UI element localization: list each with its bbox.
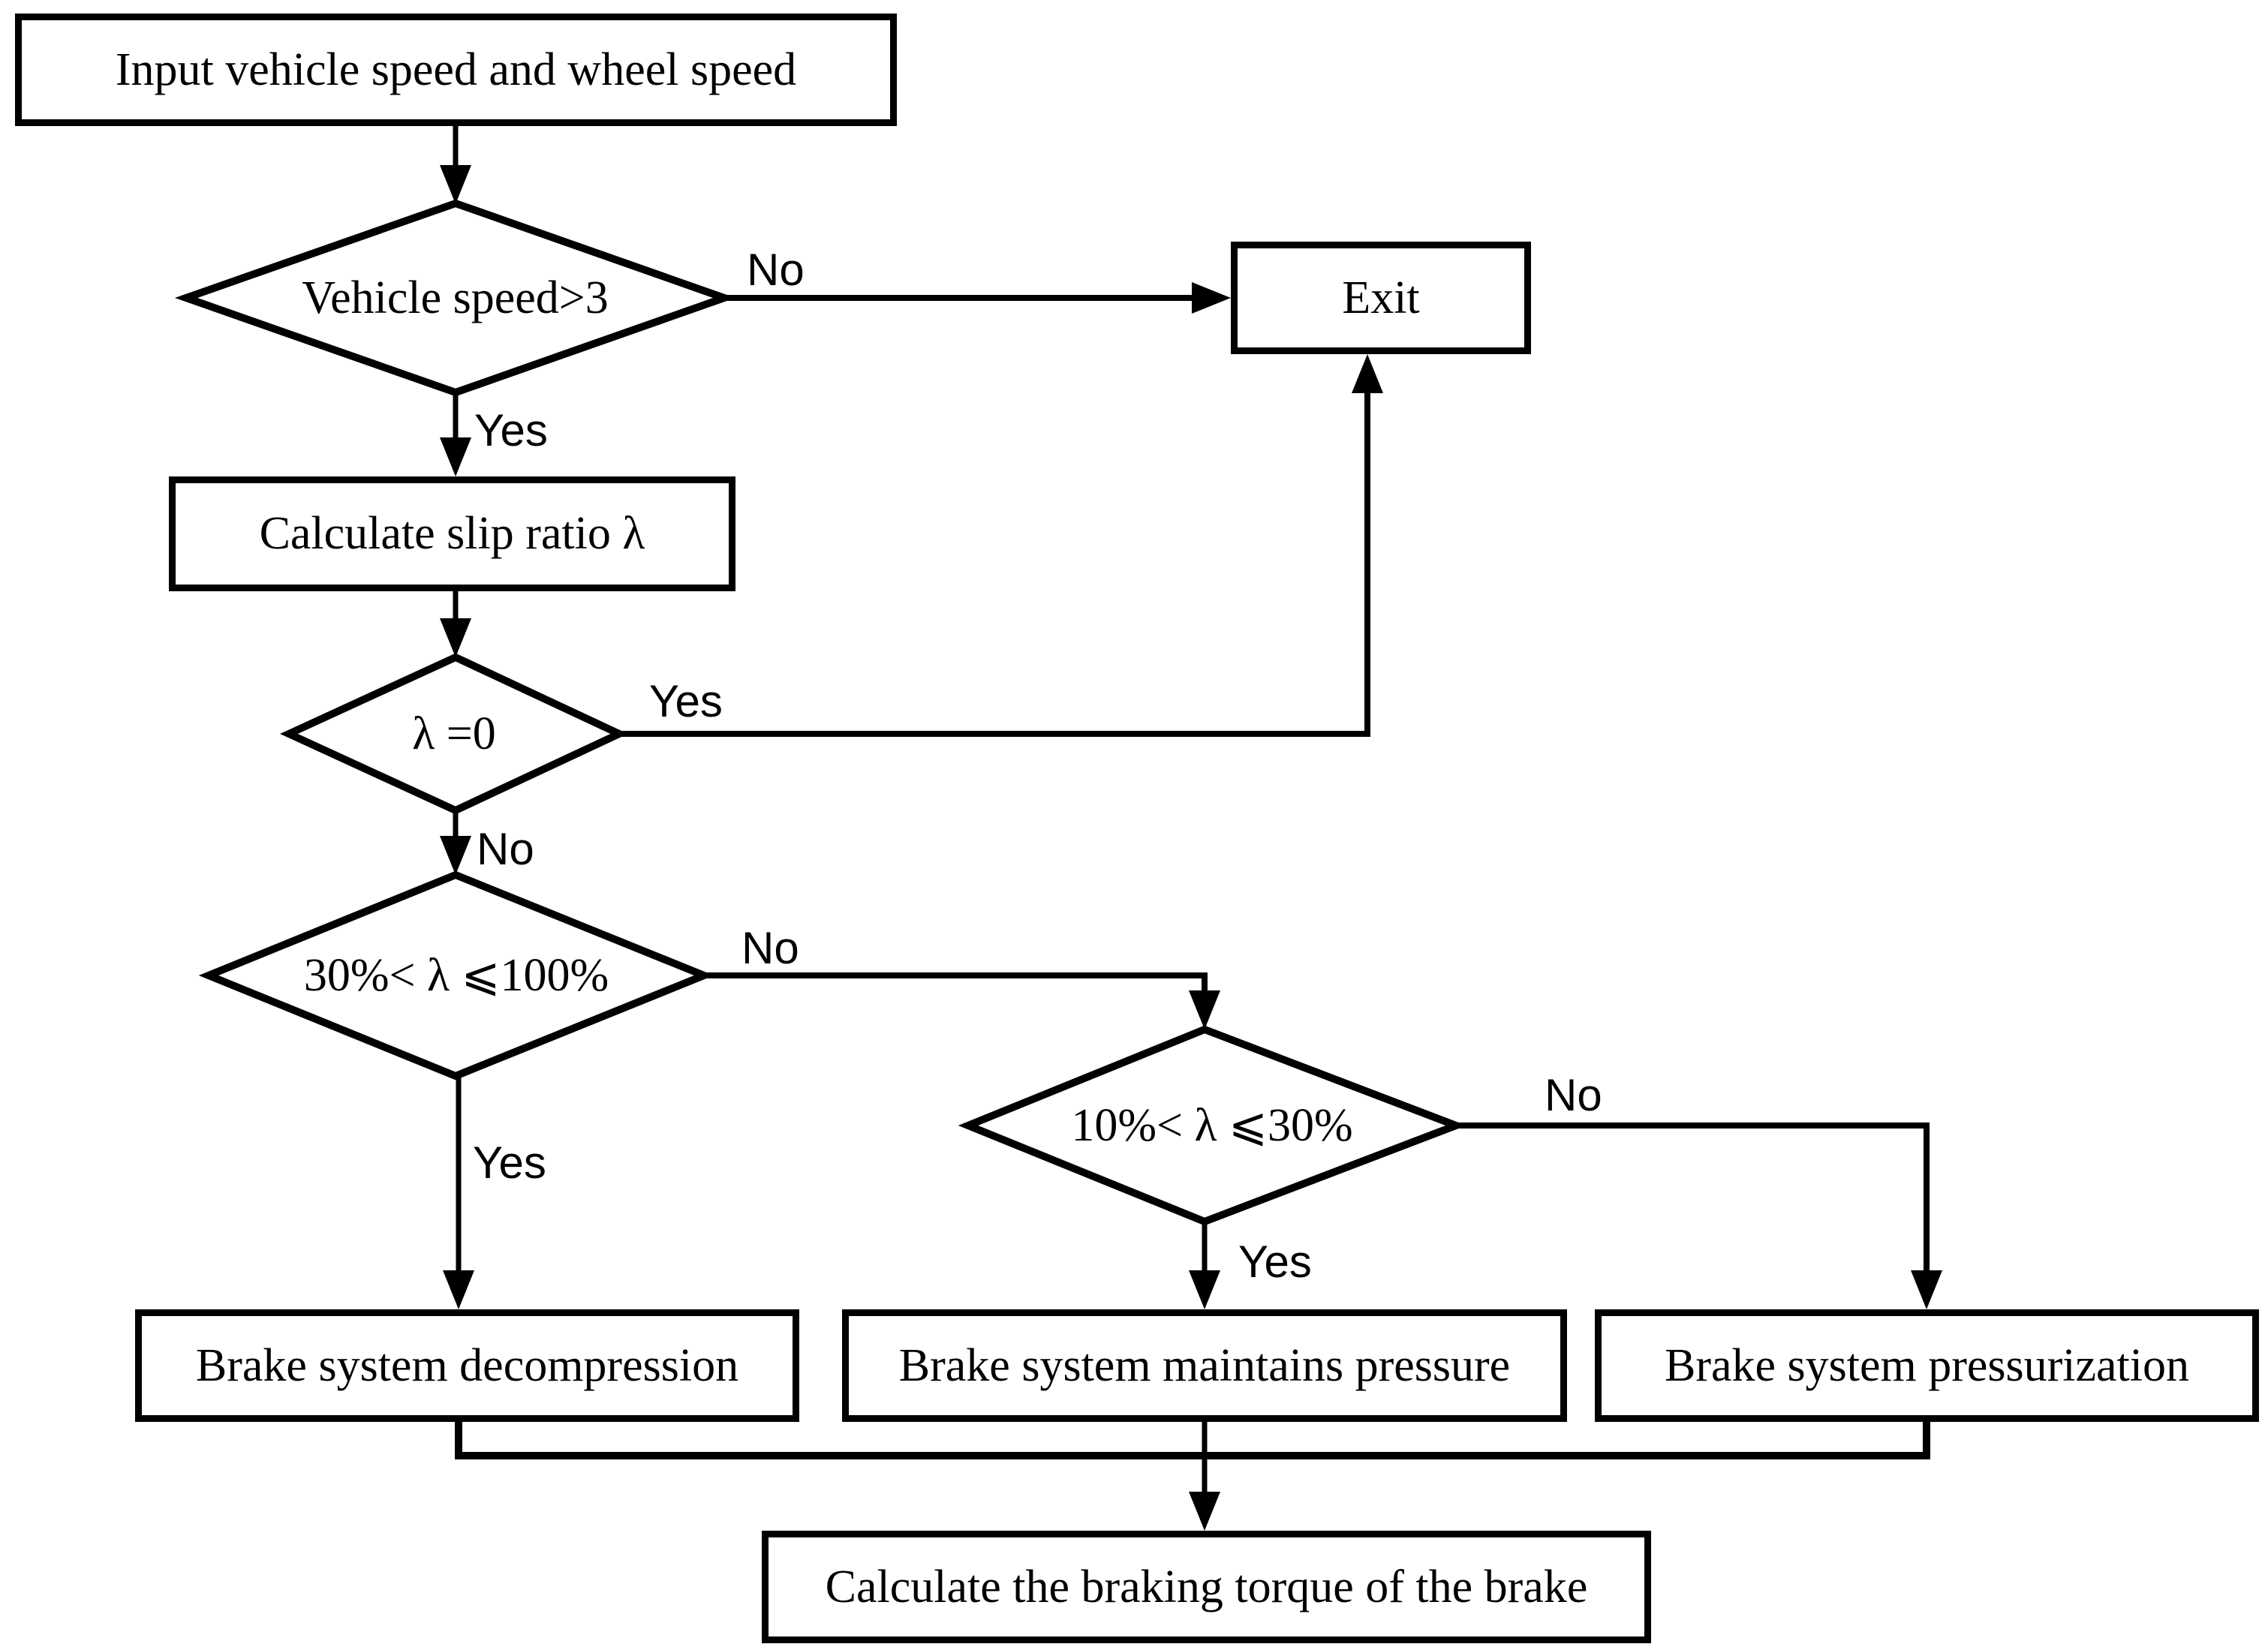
diamond-slip-30-100-shape [198,870,714,1080]
arrowhead-up-icon [1352,354,1383,393]
node-decompression: Brake system decompression [135,1309,799,1422]
node-calc-slip: Calculate slip ratio λ [169,476,735,591]
edge-label-lambda-zero-yes: Yes [649,676,723,726]
node-lambda-zero-label: λ =0 [412,708,496,759]
arrowhead-down-icon [440,618,471,657]
edge-label-slip-30-100-no: No [741,923,799,973]
node-braking-torque: Calculate the braking torque of the brak… [762,1531,1651,1643]
node-input-label: Input vehicle speed and wheel speed [115,44,797,95]
arrowhead-down-icon [443,1270,474,1309]
diamond-lambda-zero-shape [280,653,628,815]
arrowhead-down-icon [1189,1492,1220,1531]
edge-slip-30-100-to-slip-10-30 [702,972,1208,1005]
edge-label-speed-check-yes: Yes [474,405,548,455]
node-speed-check-label: Vehicle speed>3 [302,272,609,323]
edge-label-speed-check-no: No [747,245,805,295]
node-pressurization: Brake system pressurization [1595,1309,2259,1422]
node-slip-30-100: 30%< λ ⩽100% [209,875,704,1076]
arrowhead-down-icon [1189,990,1220,1029]
edge-slip-10-30-to-pressurization [1454,1123,1930,1283]
edge-label-slip-30-100-yes: Yes [473,1138,546,1188]
node-slip-10-30-label: 10%< λ ⩽30% [1071,1099,1353,1151]
arrowhead-down-icon [440,437,471,476]
edge-decompression-to-bus [455,1420,1205,1459]
arrowhead-down-icon [440,165,471,204]
node-pressurization-label: Brake system pressurization [1664,1339,2190,1391]
arrowhead-down-icon [1189,1270,1220,1309]
node-calc-slip-label: Calculate slip ratio λ [259,508,645,560]
arrowhead-right-icon [1192,282,1231,314]
arrowhead-down-icon [440,836,471,875]
edge-label-slip-10-30-no: No [1545,1070,1602,1120]
node-slip-30-100-label: 30%< λ ⩽100% [303,949,609,1001]
node-maintain-pressure-label: Brake system maintains pressure [898,1339,1511,1391]
node-speed-check: Vehicle speed>3 [186,203,724,392]
edge-label-slip-10-30-yes: Yes [1238,1237,1312,1287]
node-exit-label: Exit [1342,272,1420,323]
edge-pressurization-to-bus [1205,1420,1930,1459]
edge-label-lambda-zero-no: No [477,824,534,874]
edge-lambda-zero-to-exit [617,379,1370,737]
diamond-slip-10-30-shape [958,1025,1467,1226]
node-maintain-pressure: Brake system maintains pressure [842,1309,1567,1422]
node-input: Input vehicle speed and wheel speed [15,14,897,126]
node-exit: Exit [1231,242,1531,354]
node-braking-torque-label: Calculate the braking torque of the brak… [825,1561,1588,1612]
diamond-speed-check-shape [174,199,736,397]
arrowhead-down-icon [1911,1270,1942,1309]
node-lambda-zero: λ =0 [289,657,619,810]
node-decompression-label: Brake system decompression [195,1339,739,1391]
node-slip-10-30: 10%< λ ⩽30% [968,1029,1456,1222]
